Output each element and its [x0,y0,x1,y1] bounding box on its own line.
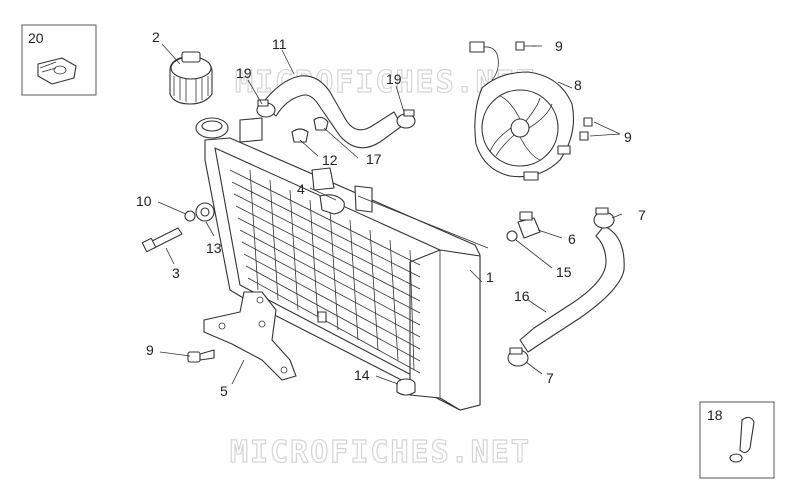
callout-2: 2 [152,29,160,45]
callouts: 1 2 3 4 5 6 7 7 8 9 9 9 10 11 12 13 14 1… [136,29,646,399]
cooling-fan-part [474,71,575,181]
callout-9-top: 9 [555,38,563,54]
callout-9-right: 9 [624,129,632,145]
callout-12: 12 [322,152,338,168]
callout-14: 14 [354,367,370,383]
bracket-5-part [203,291,297,381]
screw-9-fan-side-a [583,117,593,127]
clip-nut-part [37,57,77,85]
hose-clamp-19-left [256,99,276,118]
callout-1: 1 [486,269,494,285]
callout-9-left: 9 [146,342,154,358]
screw-9-fan-side-b [579,131,589,141]
radiator-fins [229,169,421,374]
hose-clamp-12 [291,128,309,143]
callout-19-left: 19 [236,65,252,81]
fan-connector [469,41,499,81]
callout-19-right: 19 [386,71,402,87]
callout-6: 6 [568,231,576,247]
fitting-6-part [517,211,541,239]
hose-clamp-7-top [593,207,615,229]
callout-4: 4 [297,181,305,197]
watermark-bottom: MICROFICHES.NET [230,435,531,470]
clip-4-part [319,194,345,215]
grommet-14-part [396,378,416,396]
callout-15: 15 [556,264,572,280]
hose-clamp-17 [313,116,329,131]
inset-box-18: 18 [699,401,775,479]
callout-11: 11 [272,36,287,52]
hose-clamp-7-bottom [507,347,529,367]
callout-5: 5 [220,383,228,399]
leader-lines [157,43,623,385]
callout-3: 3 [172,265,180,281]
bottom-hose-part [519,225,625,353]
radiator-part [204,117,481,411]
screw-9-bracket [187,349,215,363]
clamp-part-18 [729,416,755,463]
hose-clamp-19-right [396,109,416,129]
bolt-3-part [141,227,183,253]
callout-17: 17 [366,151,382,167]
filler-gasket-part [195,117,229,139]
callout-18: 18 [707,407,723,423]
washer-15-part [506,230,518,242]
callout-13: 13 [206,240,222,256]
washer-10-part [184,210,196,222]
inset-box-20: 20 [21,24,97,96]
callout-10: 10 [136,193,152,209]
bush-13-part [195,202,215,222]
filler-cap-part [169,51,213,105]
callout-7-bottom: 7 [546,370,554,386]
callout-7-top: 7 [638,207,646,223]
callout-8: 8 [574,77,582,93]
callout-20: 20 [28,30,44,46]
callout-16: 16 [514,288,530,304]
